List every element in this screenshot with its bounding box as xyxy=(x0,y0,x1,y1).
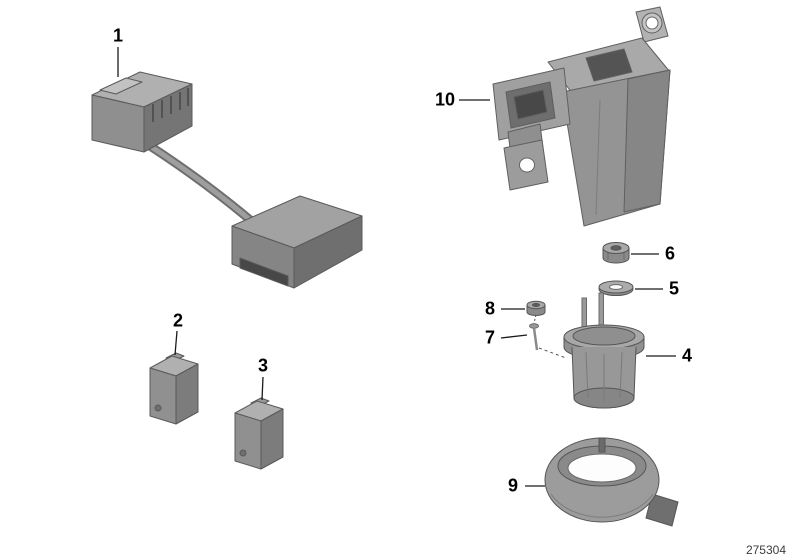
part-3-module xyxy=(234,397,284,470)
washer-hole xyxy=(609,284,623,290)
callout-label-8: 8 xyxy=(484,298,496,319)
leader-7 xyxy=(500,334,528,339)
part-2-module xyxy=(149,352,199,425)
clamp-bore xyxy=(567,453,637,483)
lower-connector-side xyxy=(293,215,363,289)
part-9-clamp xyxy=(544,437,679,527)
screw-head xyxy=(529,323,539,329)
callout-label-3: 3 xyxy=(257,355,269,376)
diagram-number: 275304 xyxy=(745,543,786,557)
callout-label-5: 5 xyxy=(668,278,680,299)
callout-label-2: 2 xyxy=(172,310,184,331)
bracket-socket-opening xyxy=(513,89,548,120)
part-7-screw xyxy=(529,314,567,359)
bracket-square-hole xyxy=(585,48,633,82)
bracket-lower-hole xyxy=(519,157,535,173)
part-4-housing xyxy=(563,292,645,409)
part-1-adapter-cable xyxy=(91,71,363,289)
connector-pin-slots xyxy=(152,88,189,122)
callout-label-6: 6 xyxy=(664,243,676,264)
leader-2 xyxy=(174,330,178,356)
callout-label-1: 1 xyxy=(112,25,124,46)
clamp-tab xyxy=(645,493,679,527)
bracket-top-hole xyxy=(645,16,659,30)
leader-3 xyxy=(261,376,264,401)
callout-leader-lines xyxy=(117,47,676,487)
screw-assembly-leader xyxy=(538,347,567,359)
callout-label-9: 9 xyxy=(507,475,519,496)
callout-label-4: 4 xyxy=(681,345,693,366)
screw-shaft xyxy=(532,327,539,351)
lower-connector-opening xyxy=(239,257,289,287)
part-8-small-nut xyxy=(526,300,546,316)
callout-label-10: 10 xyxy=(434,89,456,110)
callout-label-7: 7 xyxy=(484,327,496,348)
part-5-washer xyxy=(598,280,634,296)
part-6-nut xyxy=(602,242,630,264)
clamp-slit xyxy=(598,437,606,453)
part-10-bracket xyxy=(492,6,671,227)
nut-hole xyxy=(610,245,622,251)
